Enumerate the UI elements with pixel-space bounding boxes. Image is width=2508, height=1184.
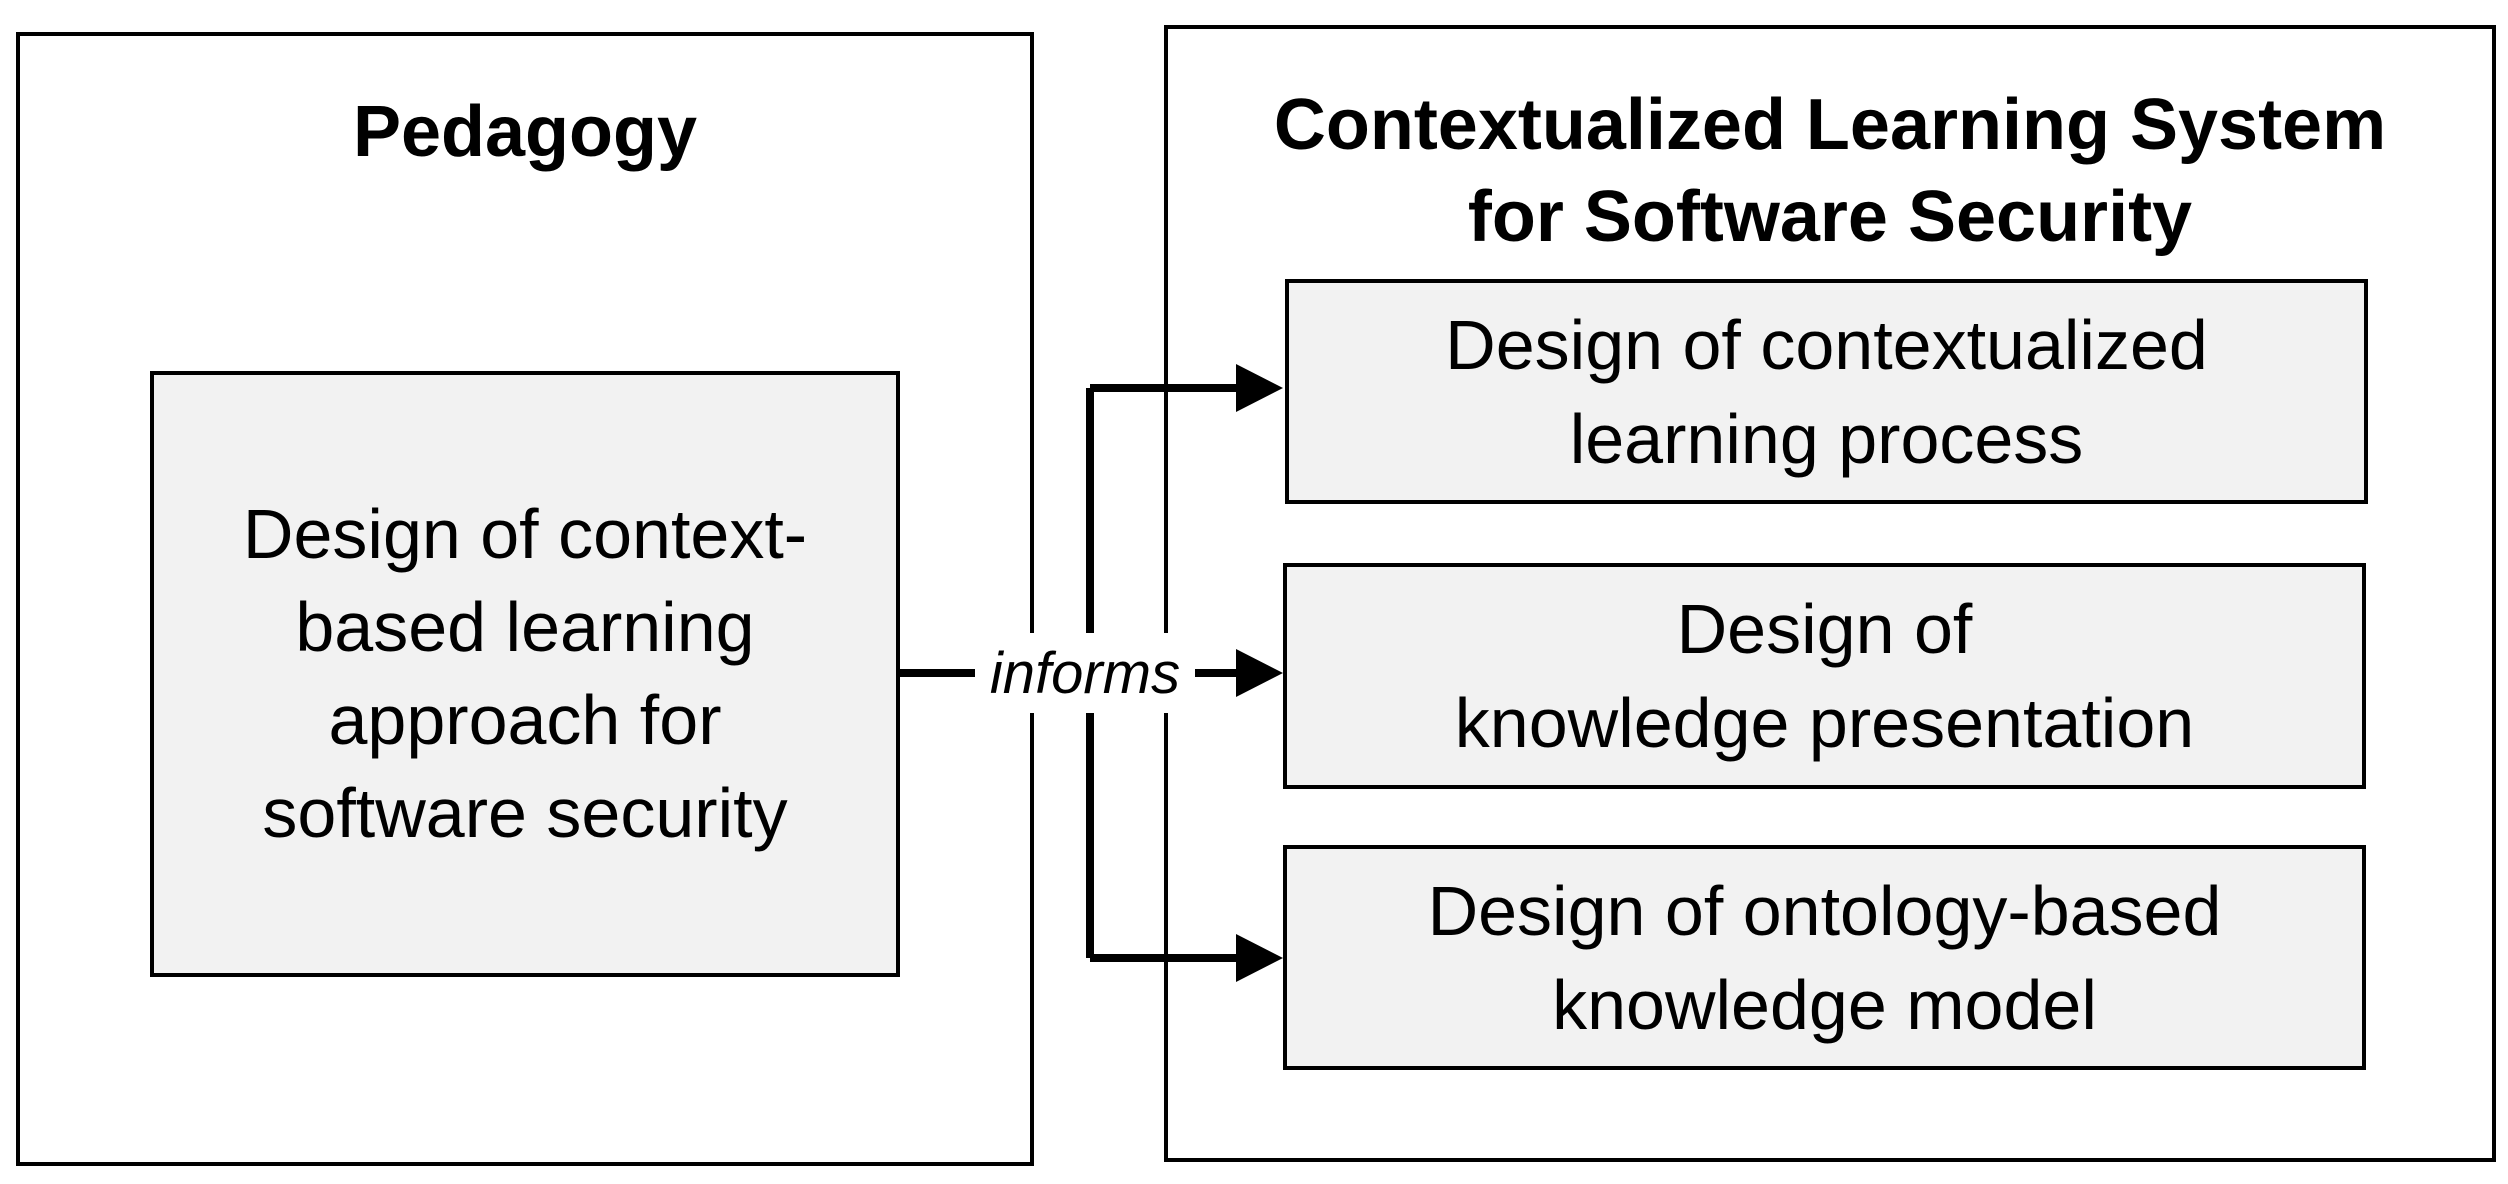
arrowhead-knowledge-icon <box>1236 934 1283 982</box>
system-title: Contextualized Learning System for Softw… <box>1273 85 2387 257</box>
knowledge-presentation-box: Design of knowledge presentation <box>1283 563 2366 789</box>
pedagogy-title: Pedagogy <box>352 92 698 172</box>
knowledge-model-box: Design of ontology-based knowledge model <box>1283 845 2366 1070</box>
arrowhead-process-icon <box>1236 364 1283 412</box>
context-based-learning-approach-box: Design of context- based learning approa… <box>150 371 900 977</box>
arrowhead-presentation-icon <box>1236 649 1283 697</box>
learning-process-box: Design of contextualized learning proces… <box>1285 279 2368 504</box>
informs-label: informs <box>975 633 1195 713</box>
